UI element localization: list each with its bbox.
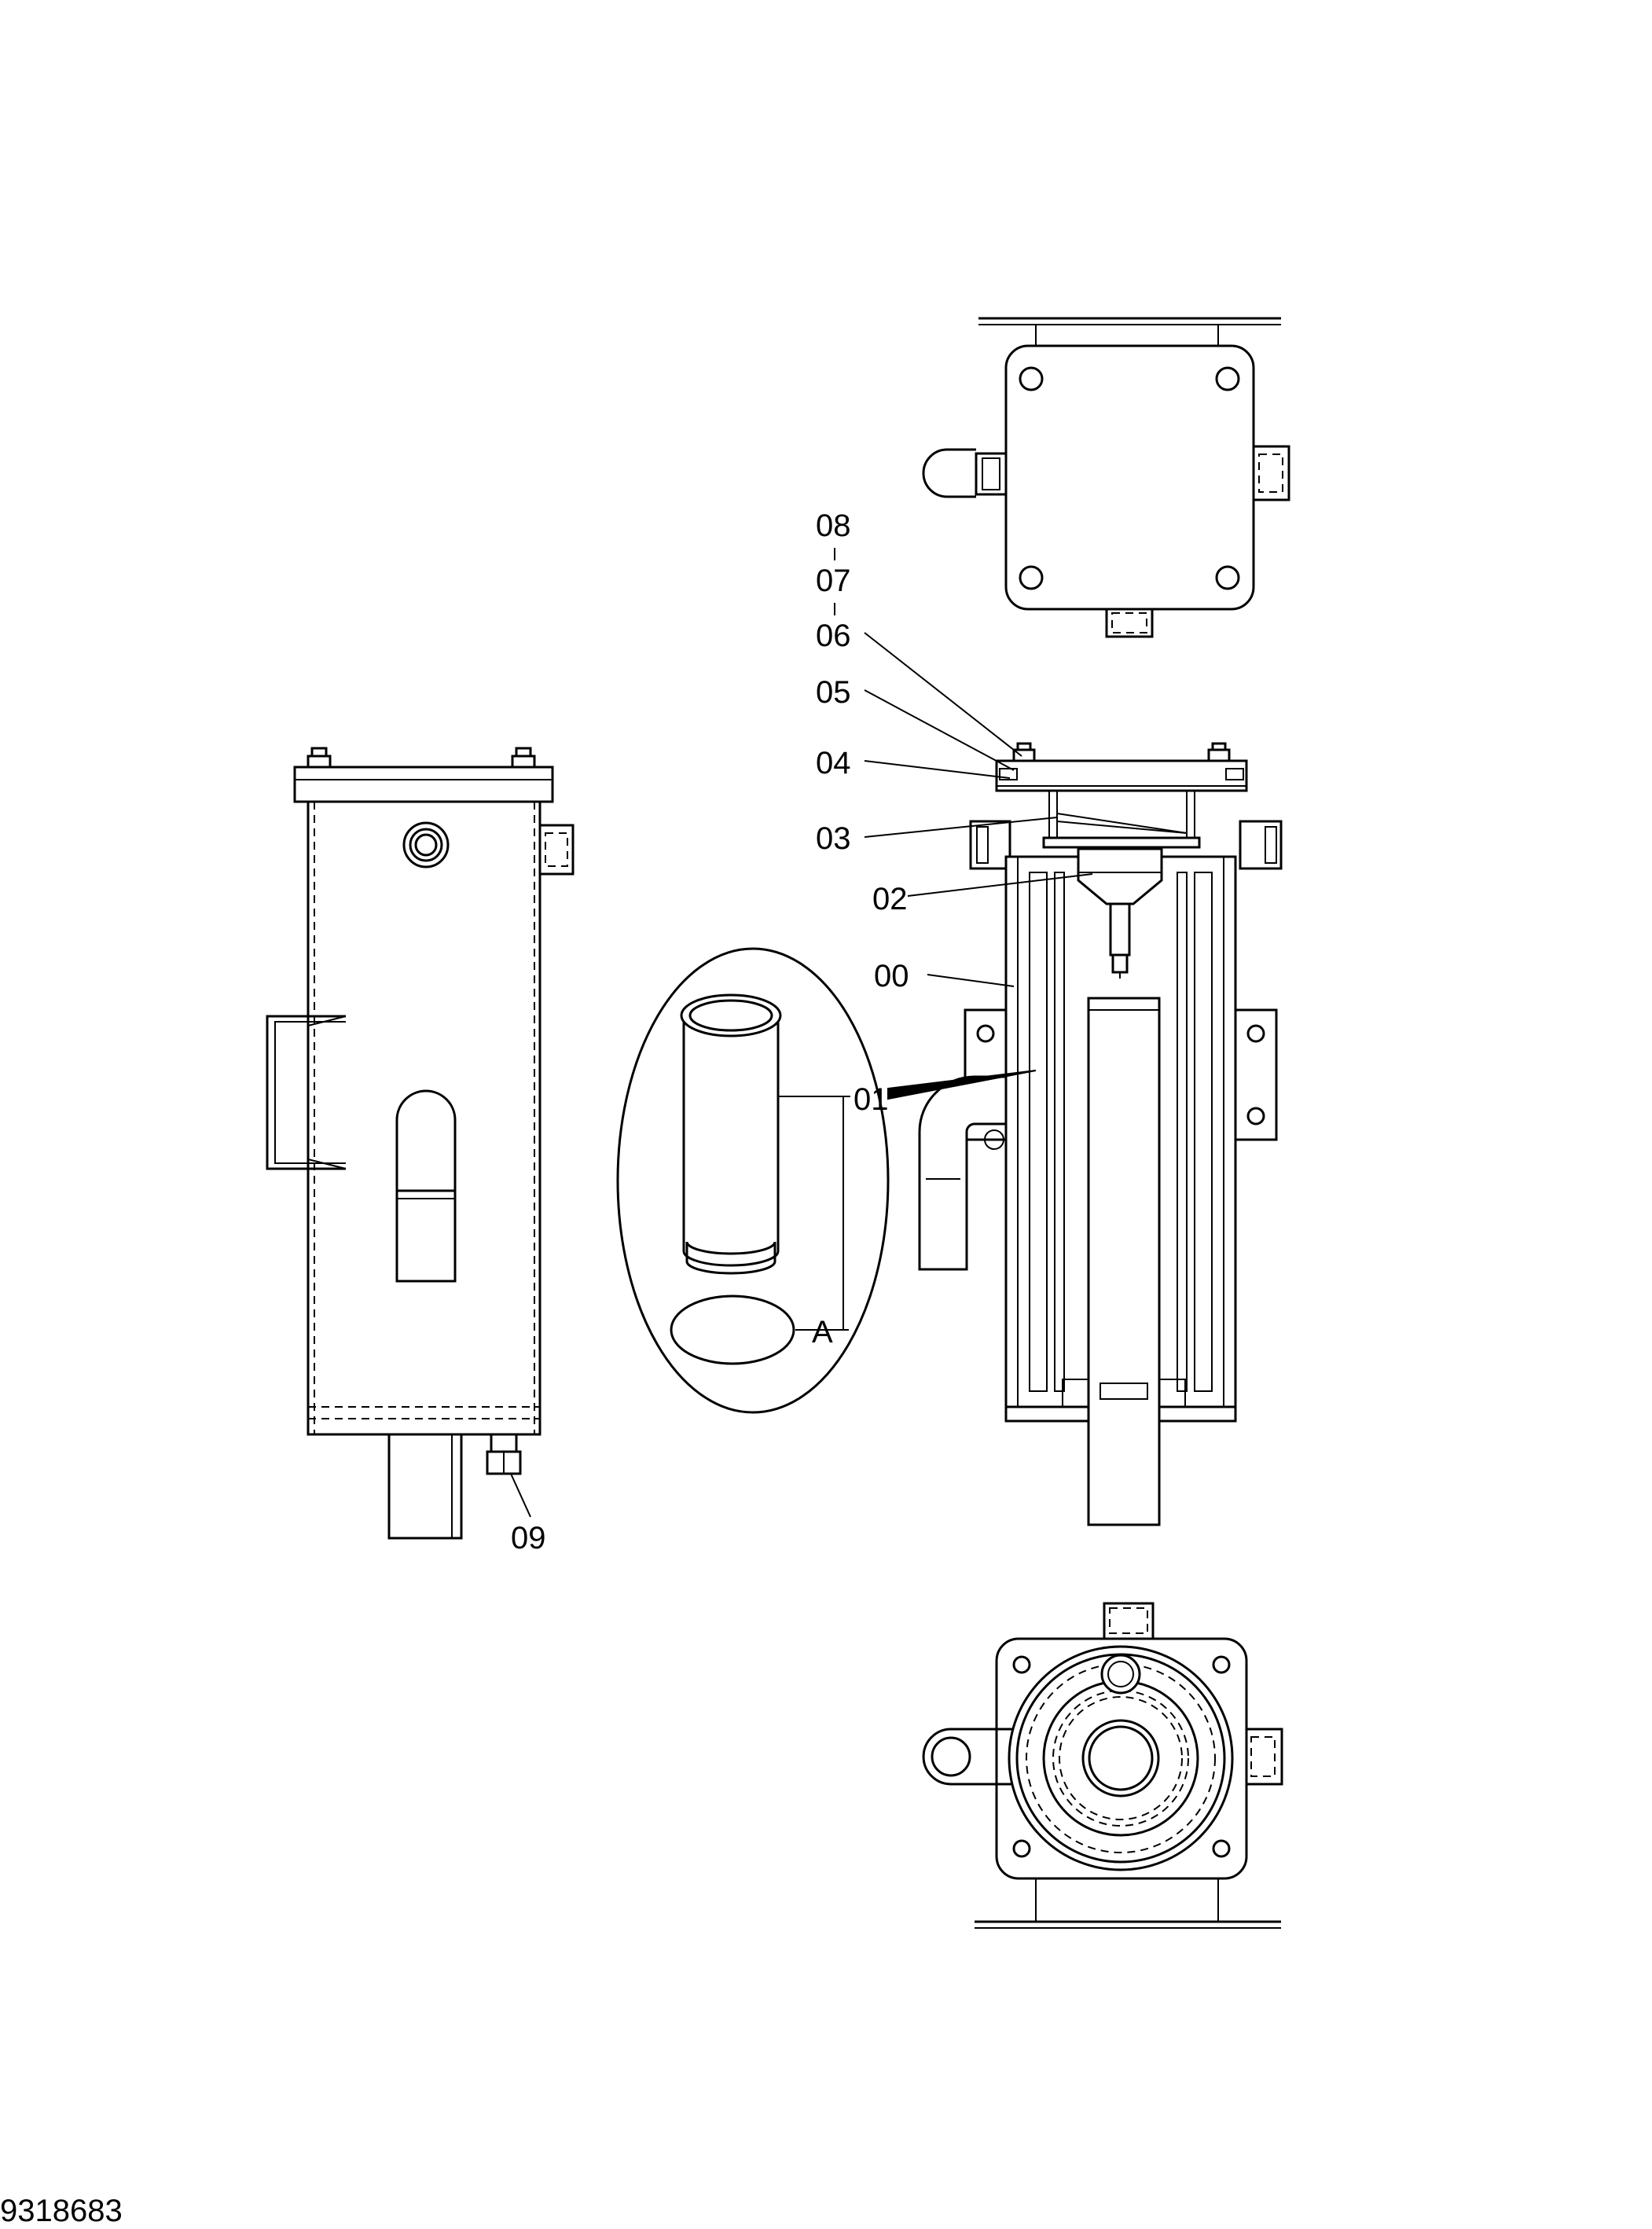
callout-06: 06 bbox=[816, 619, 851, 653]
callout-03: 03 bbox=[816, 821, 851, 856]
top-view bbox=[922, 317, 1290, 638]
callout-labels: 08 07 06 05 04 03 02 00 01 A 09 9318683 bbox=[0, 509, 909, 2228]
document-number: 9318683 bbox=[0, 2194, 123, 2228]
bottom-view bbox=[922, 1602, 1283, 1929]
callout-01: 01 bbox=[854, 1082, 889, 1117]
callout-07: 07 bbox=[816, 564, 851, 598]
callout-00: 00 bbox=[874, 959, 909, 993]
leader-lines bbox=[510, 548, 1093, 1518]
side-view bbox=[266, 747, 575, 1540]
callout-A: A bbox=[812, 1315, 833, 1350]
detail-bubble bbox=[616, 947, 1037, 1414]
callout-02: 02 bbox=[872, 882, 908, 916]
callout-08: 08 bbox=[816, 509, 851, 543]
callout-09: 09 bbox=[511, 1521, 546, 1555]
section-view bbox=[918, 742, 1283, 1526]
callout-05: 05 bbox=[816, 675, 851, 710]
callout-04: 04 bbox=[816, 746, 851, 780]
